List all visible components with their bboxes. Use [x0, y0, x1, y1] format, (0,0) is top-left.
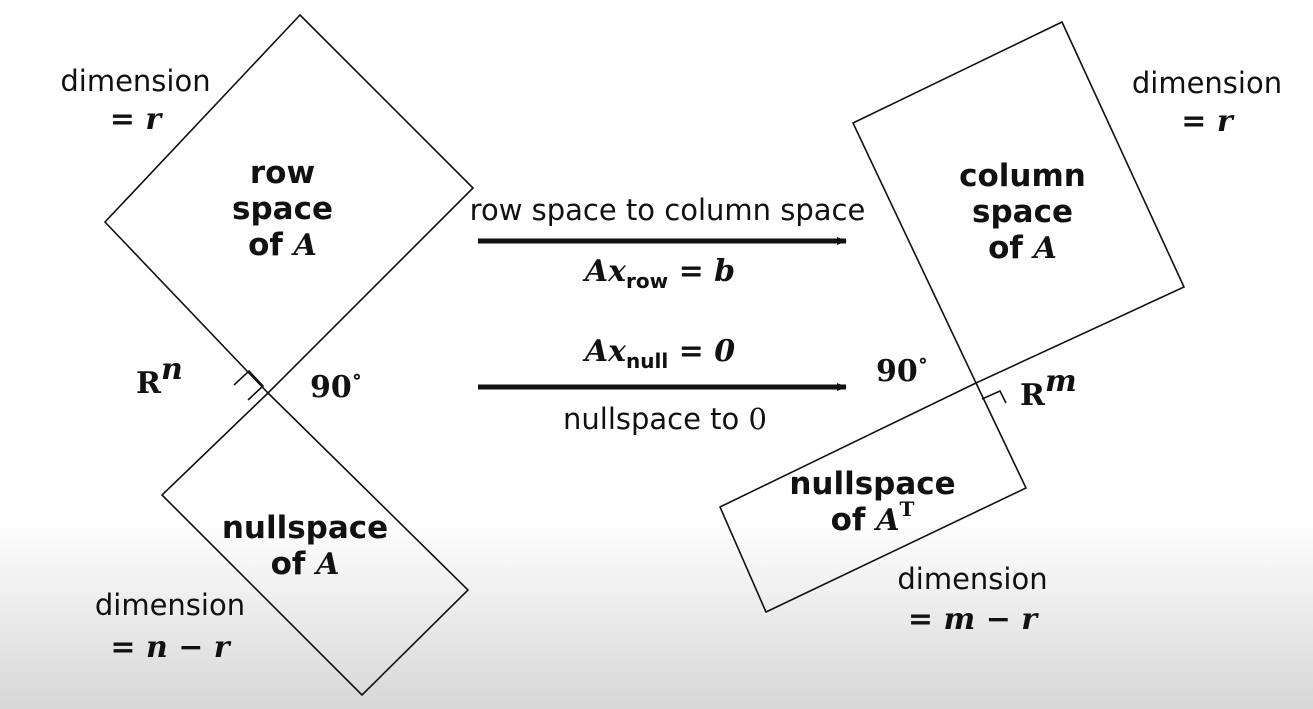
- row-space-dimension: dimension = r: [48, 64, 223, 137]
- nullspace-title-line1: nullspace: [221, 510, 389, 546]
- left-nullspace-shape: [718, 381, 1028, 614]
- column-space-title-line2: space: [972, 194, 1073, 230]
- column-space-dimension-value: = r: [1181, 104, 1233, 139]
- arrow-bottom-eq-rhs: = 0: [678, 334, 736, 369]
- row-space-dimension-label: dimension: [60, 64, 211, 98]
- angle-right-value: 90: [876, 354, 918, 389]
- right-angle-left: [233, 369, 265, 401]
- left-nullspace-title-line1: nullspace: [789, 466, 956, 502]
- column-space-title: column space of A: [935, 158, 1110, 267]
- nullspace-dimension-value: = n − r: [110, 630, 230, 665]
- nullspace-matrix: A: [316, 547, 340, 582]
- arrow-bottom-eq-sub: null: [626, 349, 669, 373]
- nullspace-shape: [160, 391, 470, 697]
- left-nullspace-of: of: [830, 502, 866, 538]
- angle-left-value: 90: [310, 370, 352, 405]
- space-rm-exponent: m: [1044, 364, 1077, 399]
- column-space-shape: [851, 20, 1186, 385]
- left-nullspace-dimension: dimension = m − r: [880, 562, 1065, 637]
- row-space-dimension-value: = r: [109, 102, 162, 137]
- angle-left: 90∘: [310, 366, 362, 405]
- left-nullspace-matrix: A: [876, 503, 900, 538]
- column-space-dimension: dimension = r: [1118, 66, 1296, 139]
- row-space-matrix: A: [293, 228, 317, 263]
- space-rn: Rn: [136, 355, 183, 402]
- space-rn-symbol: R: [136, 366, 161, 401]
- space-rm: Rm: [1020, 367, 1077, 414]
- column-space-matrix: A: [1033, 231, 1057, 266]
- arrow-bottom-caption: nullspace to 0: [480, 402, 850, 436]
- space-rn-exponent: n: [160, 352, 183, 387]
- left-nullspace-title-line2: of AT: [780, 499, 965, 539]
- arrow-top-caption: row space to column space: [469, 193, 866, 227]
- arrow-bottom-equation: Axnull = 0: [520, 334, 800, 373]
- nullspace-title: nullspace of A: [215, 510, 395, 583]
- arrow-top-eq-rhs: = b: [678, 254, 736, 289]
- row-space-title-line1: row: [249, 155, 316, 191]
- nullspace-dimension: dimension = n − r: [80, 588, 260, 665]
- arrow-top-equation: Axrow = b: [520, 254, 800, 293]
- nullspace-title-line2: of A: [215, 546, 395, 583]
- space-rm-symbol: R: [1020, 378, 1045, 413]
- right-angle-right: [981, 389, 1007, 404]
- angle-right: 90∘: [876, 350, 928, 389]
- angle-right-degree: ∘: [917, 348, 929, 372]
- row-space-title-line3: of A: [200, 227, 365, 264]
- arrow-bottom-caption-text: nullspace to: [563, 402, 740, 436]
- row-space-title-line2: space: [232, 191, 333, 227]
- row-space-of: of: [248, 227, 283, 263]
- angle-left-degree: ∘: [351, 364, 363, 388]
- column-space-title-line3: of A: [935, 230, 1110, 267]
- left-nullspace-dimension-label: dimension: [897, 562, 1048, 596]
- column-space-title-line1: column: [959, 158, 1086, 194]
- arrow-bottom-eq-lhs: Ax: [584, 334, 627, 369]
- arrow-top-eq-lhs: Ax: [584, 254, 627, 289]
- column-space-dimension-label: dimension: [1131, 66, 1283, 100]
- arrow-top-eq-sub: row: [626, 269, 669, 293]
- column-space-of: of: [988, 230, 1023, 266]
- left-nullspace-superscript: T: [899, 497, 915, 521]
- left-nullspace-title: nullspace of AT: [780, 466, 965, 539]
- left-nullspace-dimension-value: = m − r: [907, 602, 1038, 637]
- nullspace-dimension-label: dimension: [94, 588, 246, 622]
- nullspace-of: of: [270, 546, 306, 582]
- row-space-title: row space of A: [200, 155, 365, 264]
- arrow-bottom-caption-value: 0: [748, 402, 767, 436]
